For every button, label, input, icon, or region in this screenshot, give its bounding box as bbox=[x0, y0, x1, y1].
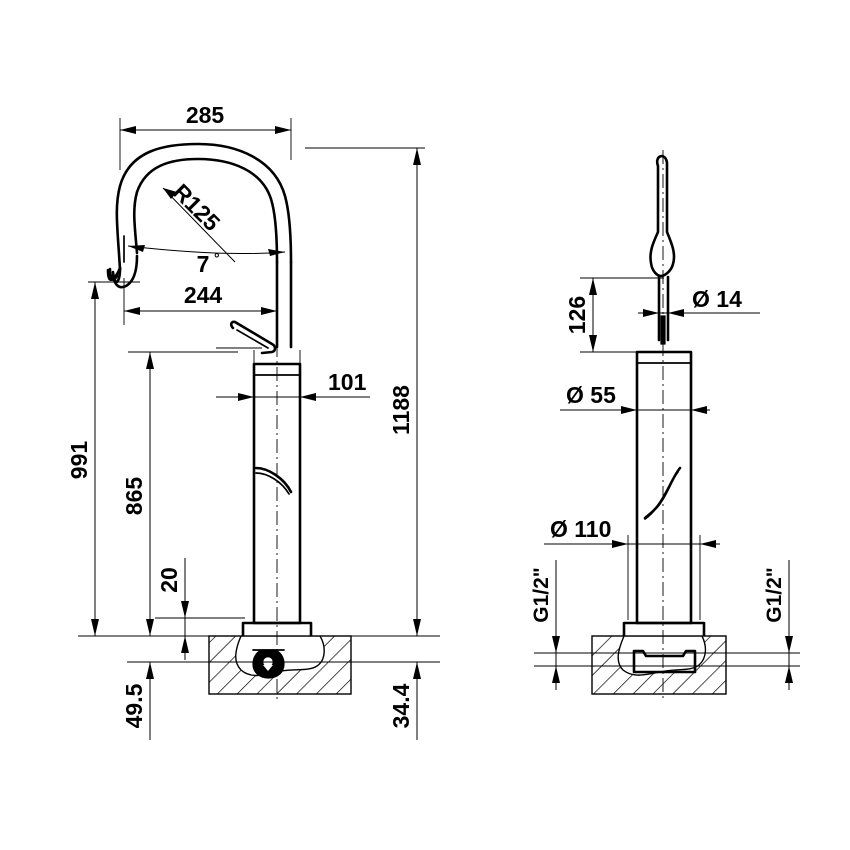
dim-dia-110: Ø 110 bbox=[544, 516, 720, 548]
dim-angle-7: 7 ° bbox=[127, 245, 286, 277]
dim-label-g12-right: G1/2" bbox=[763, 567, 786, 622]
dim-865: 865 bbox=[121, 352, 154, 636]
dim-label-dia-110: Ø 110 bbox=[550, 516, 611, 542]
dim-label-1188: 1188 bbox=[388, 385, 414, 435]
dim-label-285: 285 bbox=[186, 102, 225, 128]
dim-49-5: 49.5 bbox=[121, 662, 154, 740]
lever-handle bbox=[229, 320, 277, 355]
dim-label-dia-14: Ø 14 bbox=[692, 286, 742, 312]
dim-101: 101 bbox=[216, 369, 370, 401]
body-sweep-curve bbox=[254, 466, 293, 494]
construction-lines bbox=[78, 118, 800, 700]
side-floor-slab bbox=[591, 635, 727, 695]
dim-label-244: 244 bbox=[184, 282, 223, 308]
side-view-dimensions: 126 Ø 14 Ø 55 Ø 110 bbox=[530, 278, 793, 690]
dim-label-20: 20 bbox=[156, 567, 182, 593]
dim-label-7: 7 bbox=[197, 251, 210, 277]
fitting-nut-slot bbox=[263, 665, 273, 671]
dim-dia-55: Ø 55 bbox=[560, 382, 710, 414]
side-view-geometry bbox=[591, 154, 727, 695]
side-lever-shaft bbox=[649, 154, 676, 278]
spout-tip-outline bbox=[111, 254, 139, 289]
spout-outer-profile bbox=[115, 142, 293, 272]
front-view-dimensions: 285 R125 7 ° 244 bbox=[66, 102, 421, 740]
dim-r125: R125 bbox=[162, 179, 236, 263]
dim-1188: 1188 bbox=[388, 148, 421, 636]
dim-344: 34.4 bbox=[388, 662, 421, 740]
dim-label-101: 101 bbox=[328, 369, 367, 395]
dim-label-991: 991 bbox=[66, 441, 92, 480]
spout-inner-profile bbox=[132, 157, 279, 264]
dim-label-g12-left: G1/2" bbox=[530, 567, 553, 622]
dim-label-degree-symbol: ° bbox=[214, 250, 220, 266]
dim-label-49-5: 49.5 bbox=[121, 683, 147, 728]
front-view-geometry bbox=[106, 142, 352, 695]
side-body-s-curve-inner bbox=[644, 471, 679, 520]
dim-label-dia-55: Ø 55 bbox=[566, 382, 616, 408]
dim-244: 244 bbox=[124, 282, 277, 315]
dim-126: 126 bbox=[564, 278, 597, 352]
dim-label-126: 126 bbox=[564, 296, 590, 334]
dim-label-34-4: 34.4 bbox=[388, 683, 414, 728]
dim-g12-left: G1/2" bbox=[530, 560, 560, 690]
side-body-cylinder bbox=[635, 350, 693, 625]
dim-label-r125: R125 bbox=[168, 179, 225, 236]
body-sweep-curve-inner bbox=[255, 472, 290, 495]
dim-285: 285 bbox=[120, 102, 291, 134]
dim-label-865: 865 bbox=[121, 477, 147, 516]
dim-991: 991 bbox=[66, 282, 99, 636]
dim-20: 20 bbox=[156, 558, 189, 660]
dim-dia-14: Ø 14 bbox=[638, 286, 760, 317]
lever-handle-inner bbox=[236, 329, 269, 349]
dim-g12-right: G1/2" bbox=[763, 560, 793, 690]
